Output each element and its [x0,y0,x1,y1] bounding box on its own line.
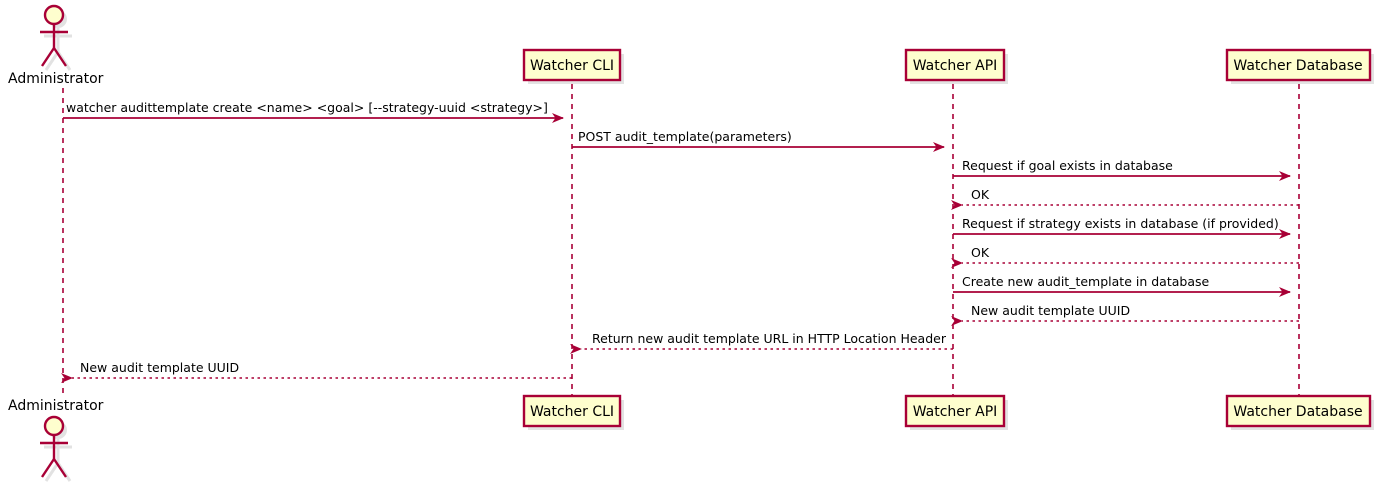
message-5[interactable]: Request if strategy exists in database (… [953,216,1291,239]
message-8[interactable]: New audit template UUID [951,303,1299,326]
message-label: New audit template UUID [971,303,1130,318]
message-label: Return new audit template URL in HTTP Lo… [592,331,947,346]
actor-head-icon [43,4,65,26]
message-label: POST audit_template(parameters) [578,129,792,144]
participant-watcher-database-bottom[interactable]: Watcher Database [1225,394,1374,430]
participant-label-watcher-cli: Watcher CLI [530,58,614,74]
message-label: New audit template UUID [80,360,239,375]
message-2[interactable]: POST audit_template(parameters) [572,129,945,152]
participant-box[interactable] [522,394,622,428]
actor-leg-right-icon [53,47,67,67]
actor-label-administrator-top: Administrator [8,71,104,87]
actor-label-administrator-bottom: Administrator [8,398,104,414]
message-6[interactable]: OK [951,245,1299,268]
participant-box[interactable] [904,394,1006,428]
participant-label-watcher-database: Watcher Database [1233,404,1362,420]
message-7[interactable]: Create new audit_template in database [953,274,1291,297]
actor-leg-left-icon [41,458,55,478]
actor-leg-right-icon [53,458,67,478]
participant-box[interactable] [1225,48,1372,82]
message-label: OK [971,187,990,202]
message-label: Request if strategy exists in database (… [962,216,1279,231]
participant-watcher-database-top[interactable]: Watcher Database [1225,48,1374,84]
participant-watcher-cli-top[interactable]: Watcher CLI [522,48,624,84]
participant-watcher-api-top[interactable]: Watcher API [904,48,1008,84]
message-4[interactable]: OK [951,187,1299,210]
participant-box[interactable] [904,48,1006,82]
message-label: OK [971,245,990,260]
participant-box[interactable] [1225,394,1372,428]
actor-administrator-top: Administrator [8,4,104,87]
message-label: watcher audittemplate create <name> <goa… [66,100,548,115]
participant-label-watcher-database: Watcher Database [1233,58,1362,74]
message-label: Create new audit_template in database [962,274,1209,289]
actor-head-icon [43,415,65,437]
message-label: Request if goal exists in database [962,158,1173,173]
participant-label-watcher-api: Watcher API [913,404,998,420]
participant-watcher-api-bottom[interactable]: Watcher API [904,394,1008,430]
participant-box[interactable] [522,48,622,82]
message-3[interactable]: Request if goal exists in database [953,158,1291,181]
actor-administrator-bottom: Administrator [8,398,104,482]
participant-label-watcher-api: Watcher API [913,58,998,74]
participant-watcher-cli-bottom[interactable]: Watcher CLI [522,394,624,430]
message-10[interactable]: New audit template UUID [61,360,572,383]
message-1[interactable]: watcher audittemplate create <name> <goa… [63,100,564,123]
message-9[interactable]: Return new audit template URL in HTTP Lo… [570,331,953,354]
actor-leg-left-icon [41,47,55,67]
participant-label-watcher-cli: Watcher CLI [530,404,614,420]
